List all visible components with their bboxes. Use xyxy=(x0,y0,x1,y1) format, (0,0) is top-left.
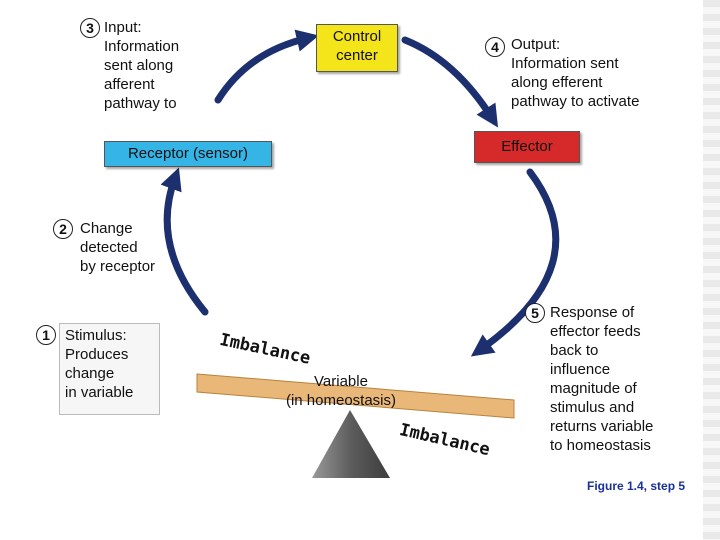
receptor-box: Receptor (sensor) xyxy=(104,141,272,167)
seesaw-fulcrum xyxy=(312,410,390,478)
arrow-control-to-effector xyxy=(401,36,499,128)
step-1-number: 1 xyxy=(36,325,56,345)
step-5-number: 5 xyxy=(525,303,545,323)
right-edge-strip xyxy=(703,0,720,540)
arrow-receptor-to-control xyxy=(214,29,319,104)
step-2-label: Change detected by receptor xyxy=(80,220,156,275)
step-3-label: Input: Information sent along afferent p… xyxy=(104,19,180,112)
arrow-stimulus-to-receptor xyxy=(160,167,209,316)
effector-box: Effector xyxy=(474,131,580,163)
variable-label: Variable (in homeostasis) xyxy=(285,373,397,409)
stimulus-box: Stimulus: Produces change in variable xyxy=(59,323,160,415)
figure-caption: Figure 1.4, step 5 xyxy=(587,479,686,493)
step-4-label: Output: Information sent along efferent … xyxy=(511,36,640,110)
seesaw-plank-body xyxy=(196,373,515,419)
control-center-box: Control center xyxy=(316,24,398,72)
arrow-effector-to-stimulus xyxy=(470,168,560,357)
step-1-label: Stimulus: Produces change in variable xyxy=(65,327,134,401)
step-3-number: 3 xyxy=(80,18,100,38)
step-5-label: Response of effector feeds back to influ… xyxy=(550,304,654,454)
step-2-number: 2 xyxy=(53,219,73,239)
step-4-number: 4 xyxy=(485,37,505,57)
